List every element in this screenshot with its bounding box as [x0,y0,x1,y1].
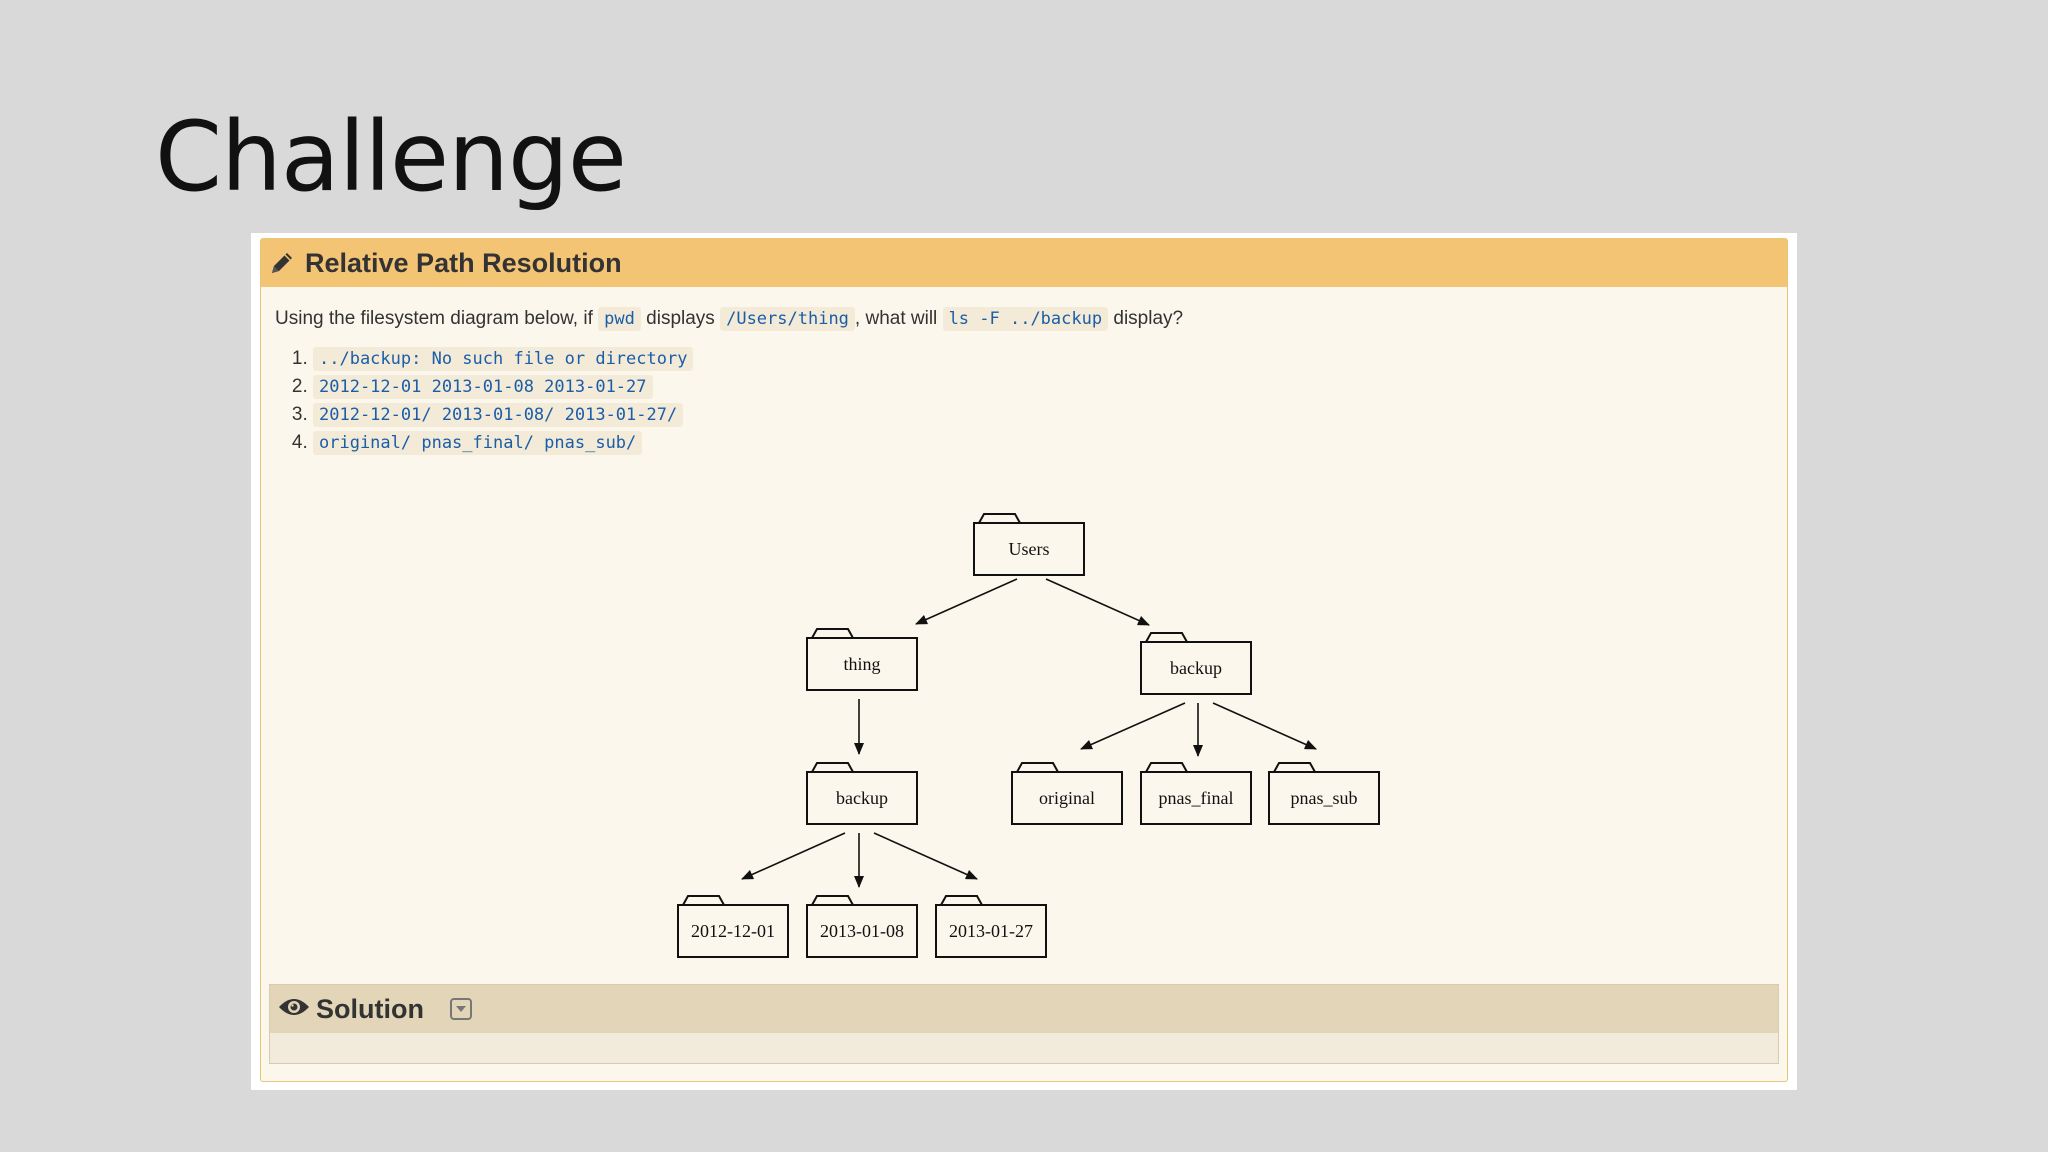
question-prefix: Using the filesystem diagram below, if [275,308,593,329]
challenge-body: Using the filesystem diagram below, if p… [261,287,1787,457]
edge-inner-d3 [873,832,978,880]
slide-title: Challenge [155,101,627,213]
option-item: 2012-12-01/ 2013-01-08/ 2013-01-27/ [313,401,1773,429]
edge-users-thing [915,578,1018,625]
solution-header[interactable]: Solution [270,985,1778,1033]
option-code: 2012-12-01 2013-01-08 2013-01-27 [313,375,653,399]
folder-label-d1: 2012-12-01 [691,921,775,941]
pencil-icon [267,248,297,278]
code-pwd: pwd [598,307,641,331]
folder-pnas-final: pnas_final [1140,762,1252,825]
folder-2013-01-27: 2013-01-27 [935,895,1047,958]
edge-backup-pnassub [1212,702,1317,750]
folder-label-thing: thing [843,654,880,674]
folder-label-backup-inner: backup [836,788,888,808]
edge-backup-original [1080,702,1186,750]
edge-inner-d1 [741,832,846,880]
folder-label-pnas-sub: pnas_sub [1291,788,1358,808]
challenge-title: Relative Path Resolution [305,247,622,278]
challenge-card: Relative Path Resolution Using the files… [260,238,1788,1082]
question-suffix: display? [1113,308,1184,329]
folder-original: original [1011,762,1123,825]
folder-label-backup-top: backup [1170,658,1222,678]
filesystem-diagram: Users thing backup backup original pnas_… [677,513,1380,958]
option-item: original/ pnas_final/ pnas_sub/ [313,429,1773,457]
folder-label-users: Users [1009,539,1050,559]
folder-pnas-sub: pnas_sub [1268,762,1380,825]
options-list: ../backup: No such file or directory 201… [275,345,1773,457]
question-mid1: displays [646,308,715,329]
solution-label: Solution [316,993,424,1024]
question-mid2: , what will [854,308,938,329]
option-code: 2012-12-01/ 2013-01-08/ 2013-01-27/ [313,403,684,427]
folder-backup-inner: backup [806,762,918,825]
option-code: original/ pnas_final/ pnas_sub/ [313,431,643,455]
code-path: /Users/thing [720,307,855,331]
folder-label-pnas-final: pnas_final [1159,788,1234,808]
folder-label-d2: 2013-01-08 [820,921,904,941]
folder-2013-01-08: 2013-01-08 [806,895,918,958]
folder-users: Users [973,513,1085,576]
folder-thing: thing [806,628,918,691]
question-text: Using the filesystem diagram below, if p… [275,305,1773,333]
option-code: ../backup: No such file or directory [313,347,694,371]
option-item: ../backup: No such file or directory [313,345,1773,373]
folder-backup-top: backup [1140,632,1252,695]
solution-panel: Solution [269,984,1779,1064]
code-command: ls -F ../backup [942,307,1109,331]
eye-icon [278,995,310,1023]
challenge-header: Relative Path Resolution [261,239,1787,287]
option-item: 2012-12-01 2013-01-08 2013-01-27 [313,373,1773,401]
edge-users-backup [1045,578,1150,626]
folder-2012-12-01: 2012-12-01 [677,895,789,958]
caret-down-icon[interactable] [449,998,472,1020]
folder-label-d3: 2013-01-27 [949,921,1033,941]
folder-label-original: original [1039,788,1095,808]
